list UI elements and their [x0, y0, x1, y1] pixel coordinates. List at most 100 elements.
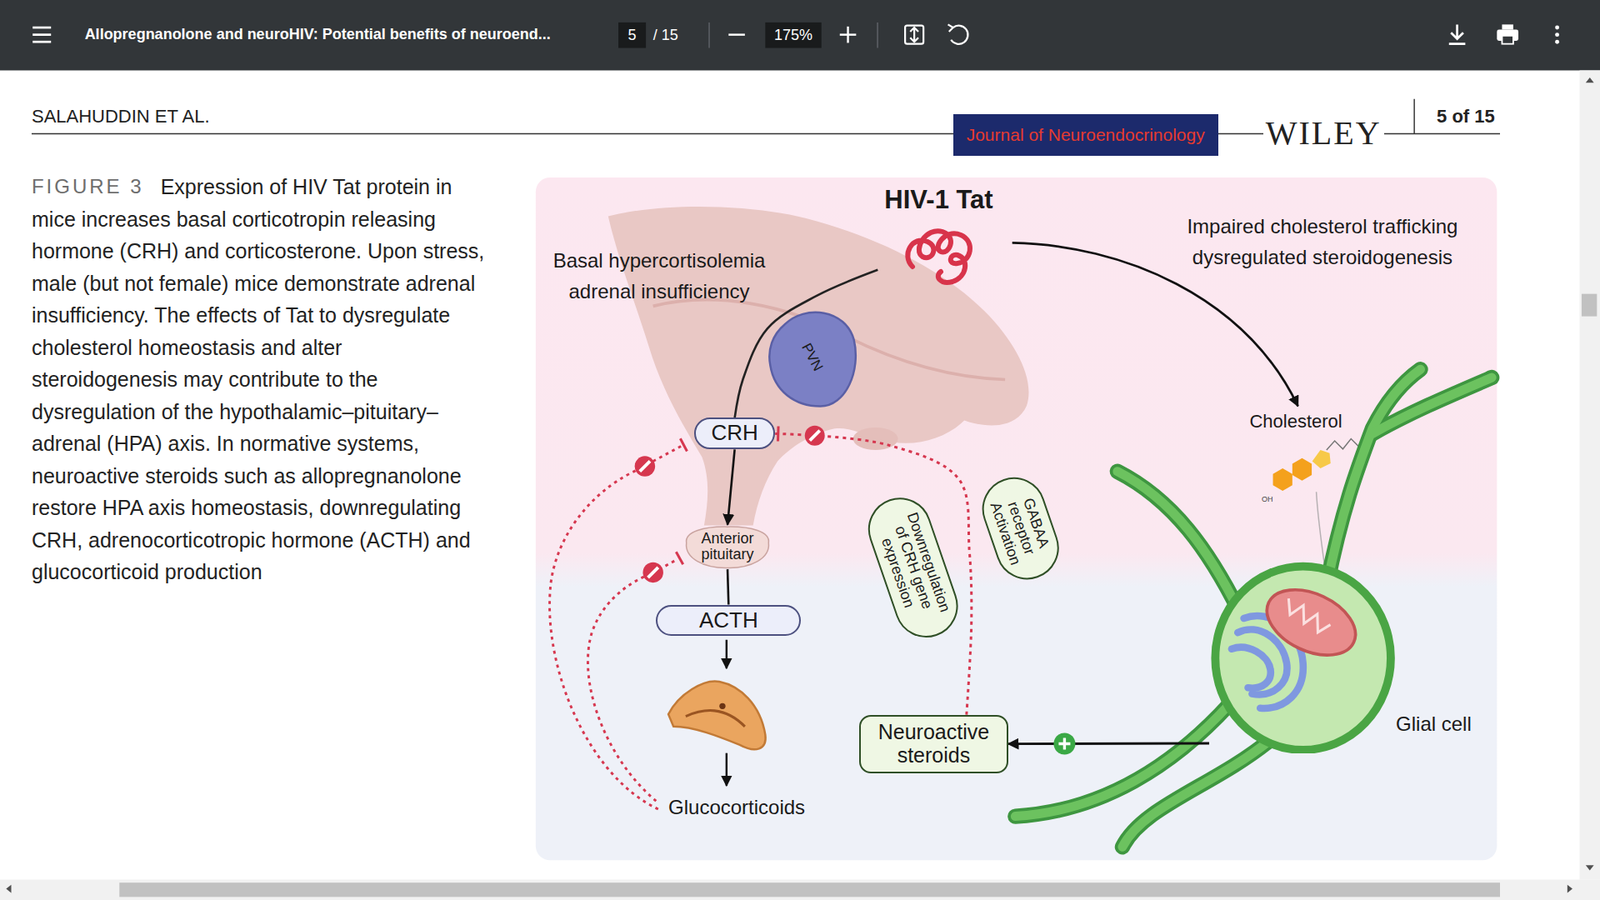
- stop-symbol: [805, 425, 825, 446]
- cholesterol-molecule: [1292, 458, 1312, 481]
- page-box: [618, 22, 646, 49]
- inhibition-bar: [680, 438, 687, 451]
- print-icon: [1496, 24, 1519, 44]
- inhibition-bar: [675, 551, 683, 565]
- zoom-in-icon: [840, 26, 857, 44]
- axis-arrow: [725, 753, 728, 786]
- axis-line: [727, 569, 729, 605]
- hormone-label: ACTH: [699, 608, 759, 634]
- hormone-label: CRH: [710, 420, 758, 446]
- feedback-line: [653, 445, 682, 461]
- menu-icon: [32, 40, 51, 44]
- mitochondrion: [1280, 598, 1334, 636]
- stop-symbol: [810, 430, 820, 441]
- protein-node: HIV-1 Tat: [877, 181, 1000, 295]
- menu-icon: [32, 26, 51, 30]
- rotate-icon: [948, 24, 954, 32]
- zoom-in-icon: [846, 26, 849, 44]
- download-icon: [1449, 24, 1466, 44]
- steroid-box: Neuroactive steroids: [859, 715, 1009, 774]
- nucleus-blob: PVN: [764, 304, 861, 410]
- viewer-toolbar: [0, 0, 1600, 70]
- cell-process: [1117, 471, 1240, 613]
- hormone-pill: CRH: [694, 417, 775, 450]
- cell-process: [1372, 377, 1492, 434]
- separator: [708, 22, 710, 49]
- cell-label: Glial cell: [1395, 712, 1472, 736]
- page-number: 5: [628, 26, 637, 45]
- nucleus-outline: [769, 312, 856, 407]
- hormone-pill: ACTH: [655, 605, 801, 637]
- scrollbar: [119, 882, 1500, 897]
- cell-process: [1122, 740, 1271, 848]
- enhance-symbol: [1053, 732, 1075, 755]
- protein-name: HIV-1 Tat: [884, 185, 993, 215]
- scrollbar: [1580, 70, 1600, 880]
- inhibition-bar: [675, 438, 687, 565]
- zoom-level: 175%: [774, 26, 813, 45]
- inhibition-line: [775, 433, 972, 715]
- separator: [876, 22, 878, 49]
- more-icon: [1555, 25, 1560, 30]
- feedback-line: [550, 469, 659, 810]
- adrenal-gland: [668, 680, 766, 750]
- cell-process: [1326, 369, 1421, 587]
- mitochondrion: [1256, 576, 1366, 669]
- stop-symbol: [642, 562, 663, 583]
- viewer-toolbar: [0, 0, 1600, 70]
- more-icon: [1555, 32, 1560, 37]
- cell-process: [1015, 704, 1230, 817]
- more-icon: [1555, 40, 1560, 45]
- cell-process: [1015, 704, 1230, 817]
- menu-icon: [32, 33, 51, 36]
- axis-arrow: [727, 449, 735, 525]
- stop-symbol: [648, 567, 659, 578]
- production-arrow: [1008, 742, 1210, 745]
- gland-lobe: Anterior pituitary: [680, 525, 775, 570]
- scrollbar: [1585, 77, 1595, 83]
- fit-icon: [905, 25, 924, 45]
- figure-panel: [535, 177, 1497, 860]
- annotation-text: Impaired cholesterol trafficking dysregu…: [1170, 210, 1475, 273]
- cell-process: [1117, 471, 1240, 613]
- page-count: / 15: [653, 26, 679, 45]
- axis-arrow: [725, 640, 728, 669]
- protein-ribbon: [907, 230, 970, 283]
- inhibition-bar: [776, 426, 780, 442]
- zoom-box: [765, 22, 821, 49]
- stop-symbol: [635, 455, 655, 476]
- adrenal-gland: [668, 680, 766, 750]
- cholesterol-molecule: [1273, 468, 1293, 491]
- running-head: SALAHUDDIN ET AL.: [31, 105, 210, 128]
- cholesterol-molecule: [1312, 450, 1331, 469]
- scrollbar: [1567, 885, 1573, 894]
- annotation-text: Basal hypercortisolemia adrenal insuffic…: [540, 245, 779, 307]
- page-label: 5 of 15: [1436, 105, 1495, 128]
- print-icon: [1501, 24, 1513, 30]
- scrollbar: [0, 70, 1600, 900]
- hormone-label: Glucocorticoids: [668, 795, 805, 820]
- fit-icon: [905, 25, 924, 45]
- steroid-label: Neuroactive steroids: [870, 720, 996, 767]
- journal-banner: Journal of Neuroendocrinology: [953, 114, 1219, 156]
- endoplasmic-reticulum: [1231, 647, 1271, 689]
- enhance-symbol: [1053, 732, 1075, 755]
- molecule-label: Cholesterol: [1249, 410, 1342, 433]
- publisher-logo: WILEY: [1263, 115, 1385, 152]
- protein-icon: [897, 215, 981, 292]
- print-icon: [1501, 35, 1513, 45]
- pathway-line: [735, 270, 879, 419]
- gland-outline: [686, 526, 770, 568]
- document-title: Allopregnanolone and neuroHIV: Potential…: [85, 25, 551, 44]
- stop-symbol: [640, 460, 650, 471]
- cell-process: [1015, 369, 1492, 847]
- enhance-symbol: [1058, 737, 1070, 750]
- cell-process: [1122, 740, 1271, 848]
- adrenal-gland: [685, 710, 745, 727]
- zoom-out-icon: [728, 33, 745, 35]
- rotate-icon: [948, 24, 969, 44]
- scrollbar: [1585, 865, 1595, 870]
- mitochondrion: [1256, 576, 1366, 669]
- more-icon: [1555, 25, 1560, 45]
